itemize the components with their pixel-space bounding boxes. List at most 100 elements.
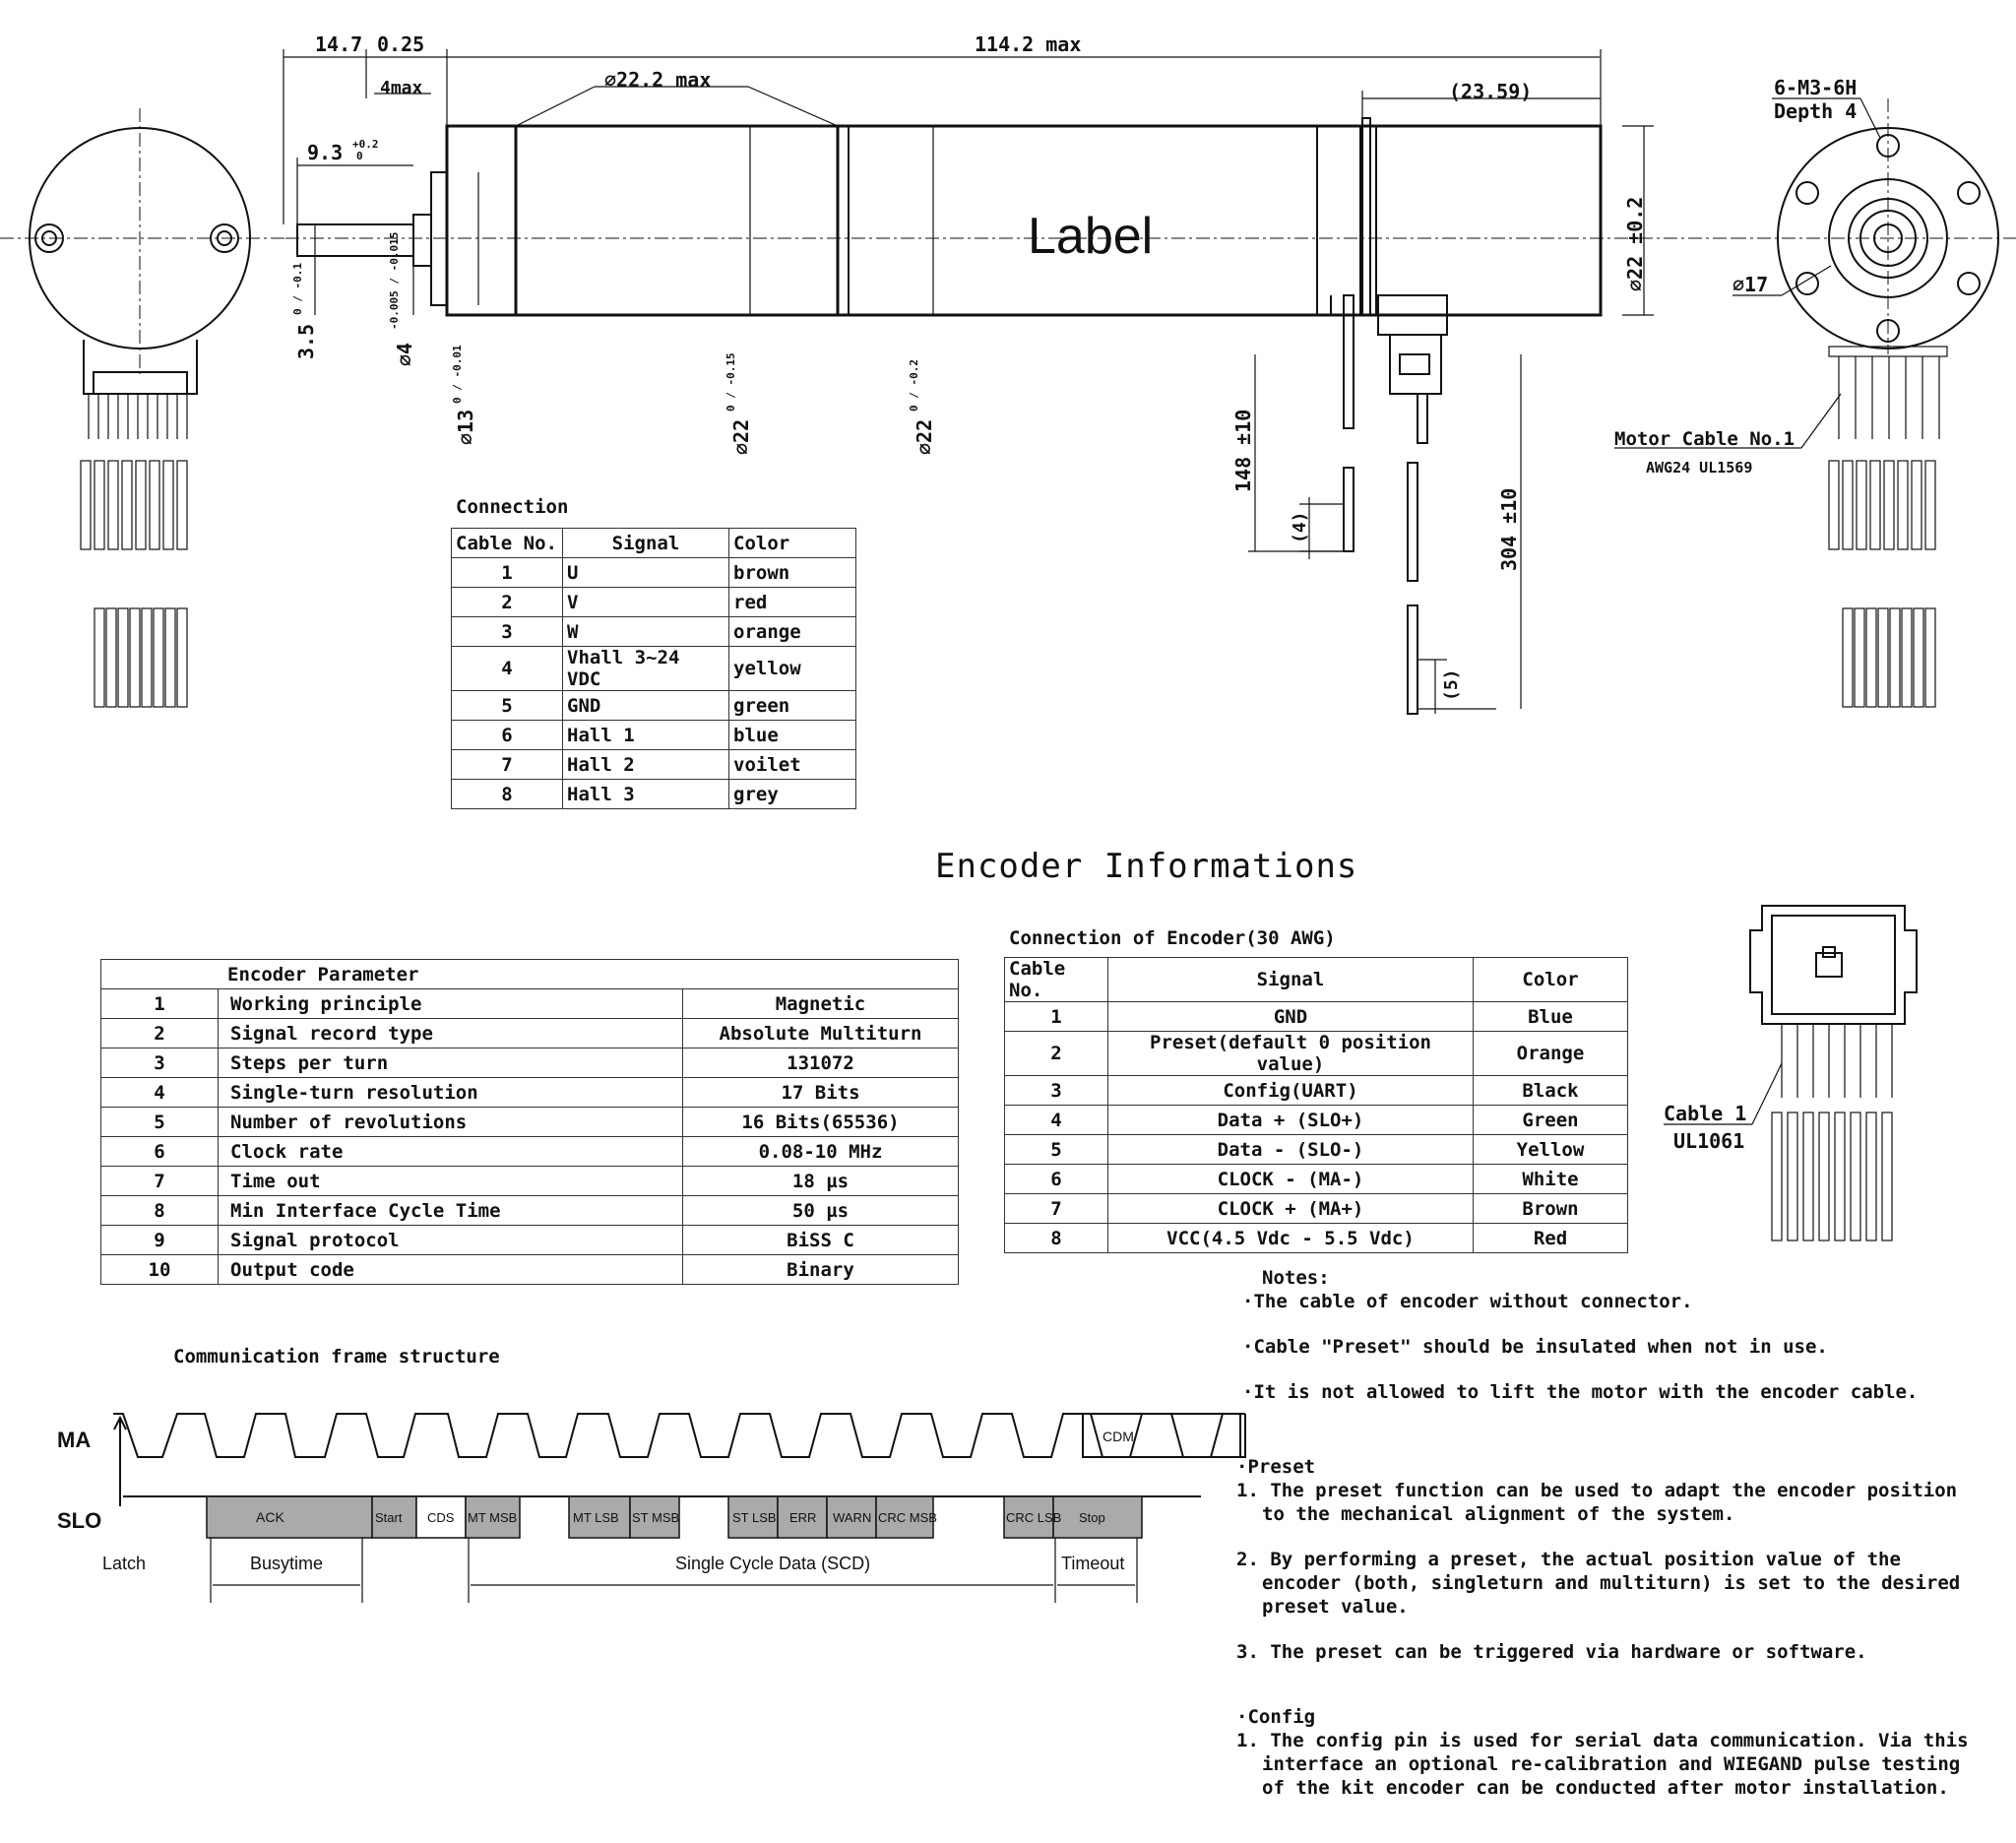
- cell: 7: [451, 749, 563, 780]
- cell: Signal protocol: [218, 1225, 683, 1255]
- cell: U: [562, 557, 729, 588]
- busytime-label: Busytime: [250, 1554, 323, 1573]
- seg-warn: WARN: [833, 1510, 871, 1525]
- cell: Orange: [1473, 1031, 1628, 1076]
- frame-caption: Communication frame structure: [173, 1346, 500, 1367]
- cell: Min Interface Cycle Time: [218, 1195, 683, 1226]
- config-item: 1. The config pin is used for serial dat…: [1236, 1730, 1969, 1799]
- connection-caption: Connection: [456, 496, 569, 518]
- header-cable-no: Cable No.: [451, 528, 563, 558]
- thread-depth: Depth 4: [1774, 99, 1857, 123]
- cell: 1: [100, 988, 219, 1019]
- timing-diagram: [113, 1413, 1246, 1603]
- cable1-spec: UL1061: [1673, 1129, 1744, 1153]
- cell: Data - (SLO-): [1107, 1134, 1474, 1165]
- cell: 4: [451, 646, 563, 691]
- dim-22b: ⌀22: [913, 419, 936, 455]
- note-item: ·It is not allowed to lift the motor wit…: [1242, 1381, 1919, 1403]
- cell: blue: [728, 720, 856, 750]
- dim-4-paren: (4): [1290, 511, 1310, 543]
- latch-label: Latch: [102, 1554, 146, 1573]
- motor-label: Label: [1028, 208, 1153, 265]
- seg-crc-lsb: CRC LSB: [1006, 1510, 1061, 1525]
- header-signal: Signal: [1107, 957, 1474, 1002]
- cell: Binary: [682, 1254, 959, 1285]
- cell: yellow: [728, 646, 856, 691]
- left-end-view: [0, 108, 285, 708]
- dim-13: ⌀13: [454, 410, 477, 445]
- cell: White: [1473, 1164, 1628, 1194]
- dim-4: ⌀4: [393, 343, 416, 366]
- dim-22a-tol: 0 / -0.15: [724, 352, 737, 412]
- encoder-conn-caption: Connection of Encoder(30 AWG): [1009, 927, 1336, 949]
- dim-17: ⌀17: [1732, 273, 1768, 296]
- cell: Yellow: [1473, 1134, 1628, 1165]
- preset-item: 2. By performing a preset, the actual po…: [1236, 1549, 1961, 1618]
- slo-label: SLO: [57, 1508, 101, 1533]
- dim-9-3-tol-dn: 0: [356, 150, 363, 162]
- cell: Signal record type: [218, 1018, 683, 1049]
- cell: 8: [100, 1195, 219, 1226]
- preset-block: ·Preset 1. The preset function can be us…: [1236, 1455, 1984, 1664]
- dim-0-25: 0.25: [377, 32, 424, 56]
- cell: GND: [1107, 1001, 1474, 1032]
- cell: brown: [728, 557, 856, 588]
- cell: 4: [100, 1077, 219, 1108]
- encoder-connector: [1664, 905, 1918, 1241]
- cell: Black: [1473, 1075, 1628, 1106]
- cell: CLOCK - (MA-): [1107, 1164, 1474, 1194]
- cell: 6: [451, 720, 563, 750]
- cell: CLOCK + (MA+): [1107, 1193, 1474, 1224]
- cell: Clock rate: [218, 1136, 683, 1167]
- cell: W: [562, 616, 729, 647]
- note-item: ·The cable of encoder without connector.: [1242, 1291, 1693, 1312]
- thread-spec: 6-M3-6H: [1774, 76, 1857, 99]
- cdm-label: CDM: [1102, 1429, 1134, 1444]
- dim-148: 148 ±10: [1231, 410, 1255, 492]
- dim-23-59: (23.59): [1449, 80, 1532, 103]
- cell: 3: [1004, 1075, 1108, 1106]
- cell: 0.08-10 MHz: [682, 1136, 959, 1167]
- cell: 2: [1004, 1031, 1108, 1076]
- cell: 6: [1004, 1164, 1108, 1194]
- cell: 2: [451, 587, 563, 617]
- cell: 5: [451, 690, 563, 721]
- cell: 9: [100, 1225, 219, 1255]
- seg-mt-msb: MT MSB: [468, 1510, 517, 1525]
- cell: 5: [1004, 1134, 1108, 1165]
- dim-3-5-tol: 0 / -0.1: [291, 263, 304, 315]
- cell: 7: [1004, 1193, 1108, 1224]
- timeout-label: Timeout: [1061, 1554, 1124, 1573]
- preset-item: 1. The preset function can be used to ad…: [1236, 1480, 1958, 1525]
- notes-block: Notes: ·The cable of encoder without con…: [1242, 1266, 1990, 1404]
- cell: Time out: [218, 1166, 683, 1196]
- cell: 131072: [682, 1048, 959, 1078]
- cell: 5: [100, 1107, 219, 1137]
- cell: Absolute Multiturn: [682, 1018, 959, 1049]
- dim-13-tol: 0 / -0.01: [451, 345, 464, 404]
- scd-label: Single Cycle Data (SCD): [675, 1554, 870, 1573]
- dim-22c: ⌀22 ±0.2: [1623, 197, 1647, 291]
- cell: Working principle: [218, 988, 683, 1019]
- seg-crc-msb: CRC MSB: [878, 1510, 937, 1525]
- config-heading: ·Config: [1236, 1706, 1316, 1728]
- cell: 18 µs: [682, 1166, 959, 1196]
